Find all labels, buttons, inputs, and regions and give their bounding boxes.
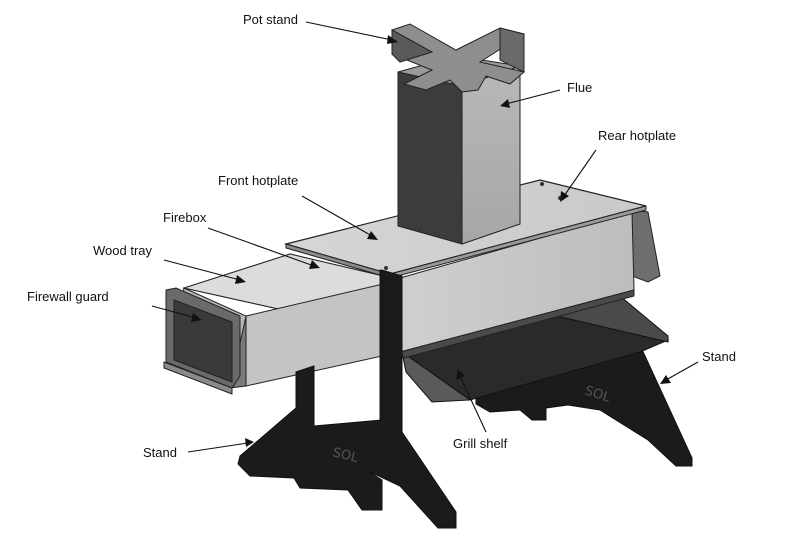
- pot-stand: [391, 23, 526, 93]
- label-rear-hotplate: Rear hotplate: [598, 128, 676, 143]
- label-flue: Flue: [567, 80, 592, 95]
- label-stand-left: Stand: [143, 445, 177, 460]
- leader-lines: [151, 21, 699, 453]
- label-grill-shelf: Grill shelf: [453, 436, 508, 451]
- label-front-hotplate: Front hotplate: [218, 173, 298, 188]
- stand-front: SOL: [237, 269, 457, 529]
- svg-text:SOL: SOL: [331, 445, 360, 466]
- label-wood-tray: Wood tray: [93, 243, 153, 258]
- firewall-guard: [163, 287, 241, 395]
- label-stand-right: Stand: [702, 349, 736, 364]
- label-firebox: Firebox: [163, 210, 207, 225]
- label-pot-stand: Pot stand: [243, 12, 298, 27]
- label-firewall-guard: Firewall guard: [27, 289, 109, 304]
